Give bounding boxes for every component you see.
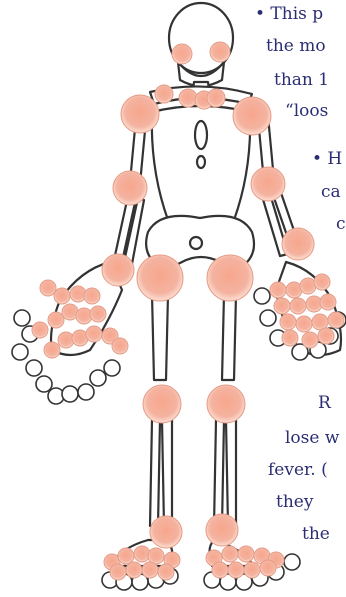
text-line: fever. ( [268,460,328,481]
text-line: lose w [285,428,339,449]
text-line: • H [312,149,342,170]
text-line: they [276,492,313,513]
text-line: • This p [255,4,323,25]
text-line: ca [321,182,341,203]
text-line: the mo [266,36,326,57]
text-line: R [318,393,331,414]
text-line: “loos [285,101,328,122]
text-line: the [302,524,330,545]
text-line: c [336,214,346,235]
text-line: than 1 [274,70,329,91]
